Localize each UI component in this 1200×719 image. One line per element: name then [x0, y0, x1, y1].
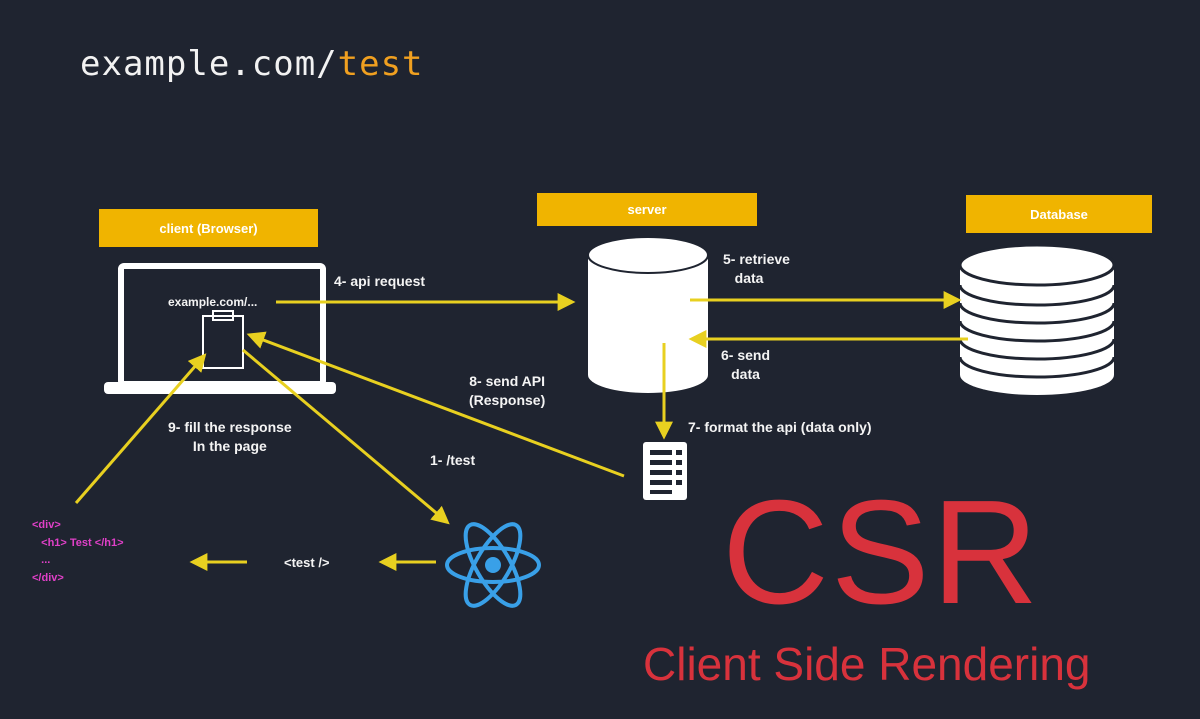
laptop-url: example.com/...: [168, 295, 258, 309]
document-icon: [643, 442, 687, 500]
server-cylinder-icon: [587, 236, 709, 393]
label-format-api: 7- format the api (data only): [688, 419, 872, 435]
label-send-api: 8- send API (Response): [469, 373, 546, 408]
page-url: example.com/test: [80, 44, 424, 84]
server-box: server: [537, 193, 757, 226]
label-test-request: 1- /test: [430, 452, 476, 468]
arrow-send-response: [246, 331, 625, 478]
label-component: <test />: [284, 555, 330, 570]
title-csr: CSR: [722, 470, 1041, 635]
url-path: test: [337, 44, 424, 84]
html-code: <div> <h1> Test </h1> ... </div>: [32, 519, 124, 584]
react-icon: [445, 522, 541, 608]
title-subtitle: Client Side Rendering: [643, 638, 1091, 690]
label-retrieve-data: 5- retrieve data: [723, 251, 790, 286]
label-fill-response: 9- fill the response In the page: [168, 419, 292, 454]
arrow-fill-response: [74, 353, 207, 504]
url-host: example.com/: [80, 44, 338, 84]
arrow-test-request: [242, 348, 450, 525]
database-icon: [958, 243, 1116, 395]
label-api-request: 4- api request: [334, 273, 426, 289]
database-box: Database: [966, 195, 1152, 233]
label-send-data: 6- send data: [721, 347, 771, 382]
clipboard-icon: [202, 310, 244, 369]
laptop-icon: [104, 263, 336, 394]
client-box: client (Browser): [99, 209, 318, 247]
